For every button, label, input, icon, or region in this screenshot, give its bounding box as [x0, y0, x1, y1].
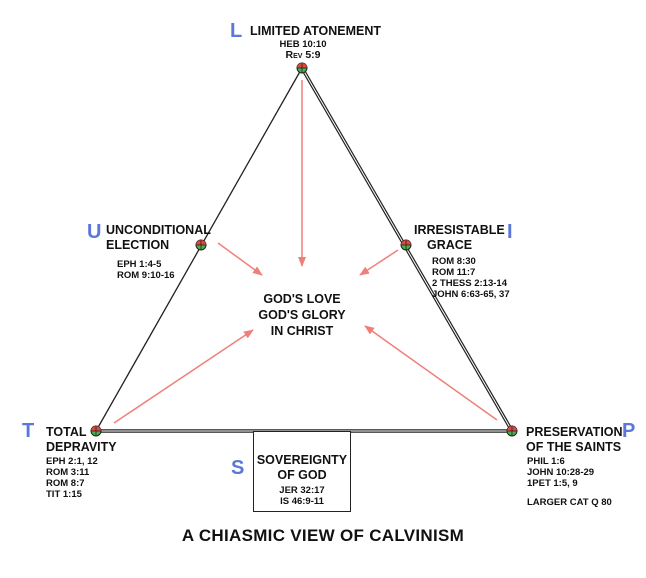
letter-i: I: [507, 221, 513, 243]
sovereignty-box: SOVEREIGNTY OF GOD JER 32:17 IS 46:9-11: [253, 431, 351, 512]
letter-l: L: [230, 20, 243, 42]
node-bottom-right-icon: [506, 425, 518, 437]
top-ref: HEB 10:10: [279, 39, 327, 50]
center-line: GOD'S GLORY: [258, 308, 346, 322]
box-ref: JER 32:17: [279, 485, 325, 496]
bottom-right-extra: LARGER CAT Q 80: [527, 497, 612, 508]
right-ref: ROM 11:7: [432, 267, 476, 278]
bottom-right-ref: JOHN 10:28-29: [527, 467, 595, 478]
box-ref: IS 46:9-11: [280, 496, 324, 507]
left-title-line: UNCONDITIONAL: [106, 223, 211, 237]
bottom-right-title-line: OF THE SAINTS: [526, 440, 622, 454]
diagram-caption: A CHIASMIC VIEW OF CALVINISM: [181, 526, 465, 545]
arrow-right: [359, 249, 399, 276]
node-top-icon: [296, 62, 308, 74]
left-refs: EPH 1:4-5 ROM 9:10-16: [117, 259, 175, 281]
right-title-line: IRRESISTABLE: [414, 223, 505, 237]
node-right-icon: [400, 239, 412, 251]
box-title: SOVEREIGNTY OF GOD: [254, 453, 350, 483]
right-title-line: GRACE: [427, 238, 473, 252]
box-title-line: OF GOD: [277, 468, 327, 482]
letter-u: U: [87, 221, 102, 243]
bottom-left-refs: EPH 2:1, 12 ROM 3:11 ROM 8:7 TIT 1:15: [46, 456, 98, 500]
right-ref: ROM 8:30: [432, 256, 476, 267]
arrow-bottom-left: [113, 329, 254, 424]
center-line: GOD'S LOVE: [263, 292, 341, 306]
center-text: GOD'S LOVE GOD'S GLORY IN CHRIST: [252, 291, 352, 339]
center-line: IN CHRIST: [270, 324, 334, 338]
bottom-right-title: PRESERVATION OF THE SAINTS: [526, 425, 623, 455]
bottom-left-ref: ROM 3:11: [46, 467, 90, 478]
top-refs: HEB 10:10 Rev 5:9: [268, 39, 338, 61]
bottom-left-ref: EPH 2:1, 12: [46, 456, 98, 467]
letter-s: S: [231, 457, 245, 479]
letter-t: T: [22, 420, 35, 442]
bottom-right-title-line: PRESERVATION: [526, 425, 623, 439]
bottom-right-ref: PHIL 1:6: [527, 456, 565, 467]
arrow-left: [217, 242, 263, 276]
bottom-right-ref: 1PET 1:5, 9: [527, 478, 578, 489]
top-title: LIMITED ATONEMENT: [250, 24, 382, 38]
left-title: UNCONDITIONAL ELECTION: [106, 223, 211, 253]
right-ref: JOHN 6:63-65, 37: [432, 289, 510, 300]
bottom-left-ref: ROM 8:7: [46, 478, 85, 489]
letter-p: P: [622, 420, 636, 442]
bottom-left-title-line: TOTAL: [46, 425, 87, 439]
box-title-line: SOVEREIGNTY: [256, 453, 348, 467]
node-left-icon: [195, 239, 207, 251]
right-ref: 2 THESS 2:13-14: [432, 278, 507, 289]
node-bottom-left-icon: [90, 425, 102, 437]
right-refs: ROM 8:30 ROM 11:7 2 THESS 2:13-14 JOHN 6…: [432, 256, 510, 300]
left-ref: ROM 9:10-16: [117, 270, 175, 281]
right-title: IRRESISTABLE GRACE: [414, 223, 505, 253]
bottom-right-refs: PHIL 1:6 JOHN 10:28-29 1PET 1:5, 9: [527, 456, 594, 489]
arrow-bottom-right: [364, 325, 498, 421]
left-ref: EPH 1:4-5: [117, 259, 162, 270]
left-title-line: ELECTION: [106, 238, 170, 252]
bottom-left-ref: TIT 1:15: [46, 489, 82, 500]
bottom-left-title: TOTAL DEPRAVITY: [46, 425, 117, 455]
top-ref: Rev 5:9: [285, 49, 321, 61]
box-refs: JER 32:17 IS 46:9-11: [254, 485, 350, 507]
bottom-left-title-line: DEPRAVITY: [46, 440, 117, 454]
